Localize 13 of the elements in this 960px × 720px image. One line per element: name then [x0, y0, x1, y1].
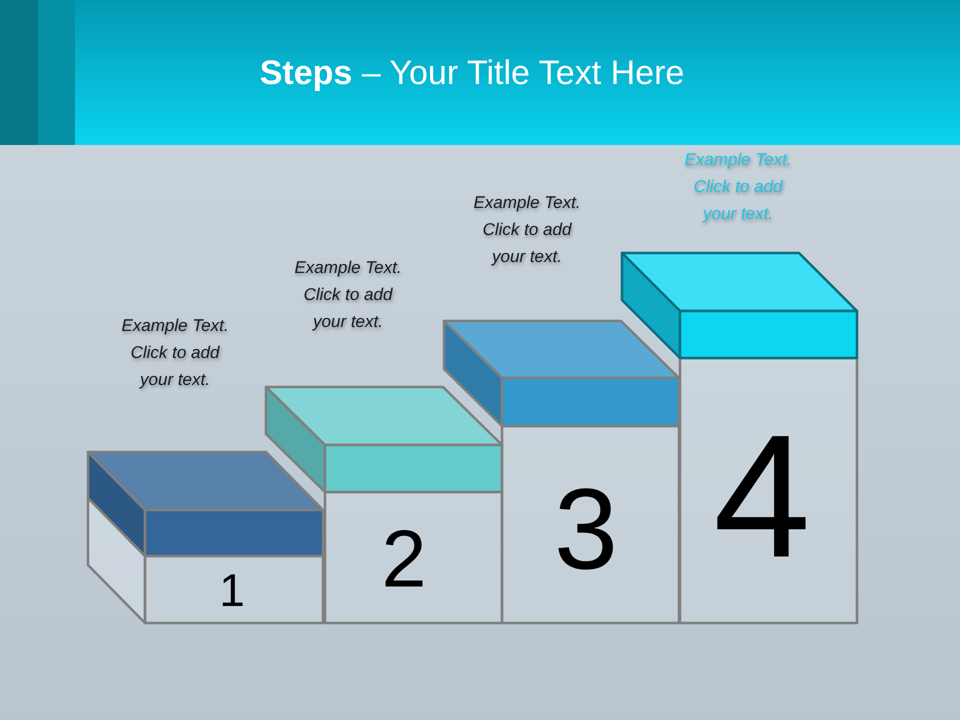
step-description: Example Text. Click to add your text. — [472, 192, 582, 268]
step-number: 2 — [381, 520, 427, 600]
step-description: Example Text. Click to add your text. — [683, 149, 793, 226]
step-block — [264, 385, 504, 625]
step-description: Example Text. Click to add your text. — [293, 257, 403, 334]
step-block — [620, 251, 859, 625]
slide-title: Steps – Your Title Text Here — [260, 53, 684, 94]
step-description: Example Text. Click to add your text. — [120, 315, 230, 392]
step-number: 4 — [713, 410, 811, 584]
step-number: 1 — [219, 567, 245, 613]
step-block — [442, 319, 681, 625]
step-block — [86, 450, 325, 625]
step-number: 3 — [554, 472, 618, 588]
